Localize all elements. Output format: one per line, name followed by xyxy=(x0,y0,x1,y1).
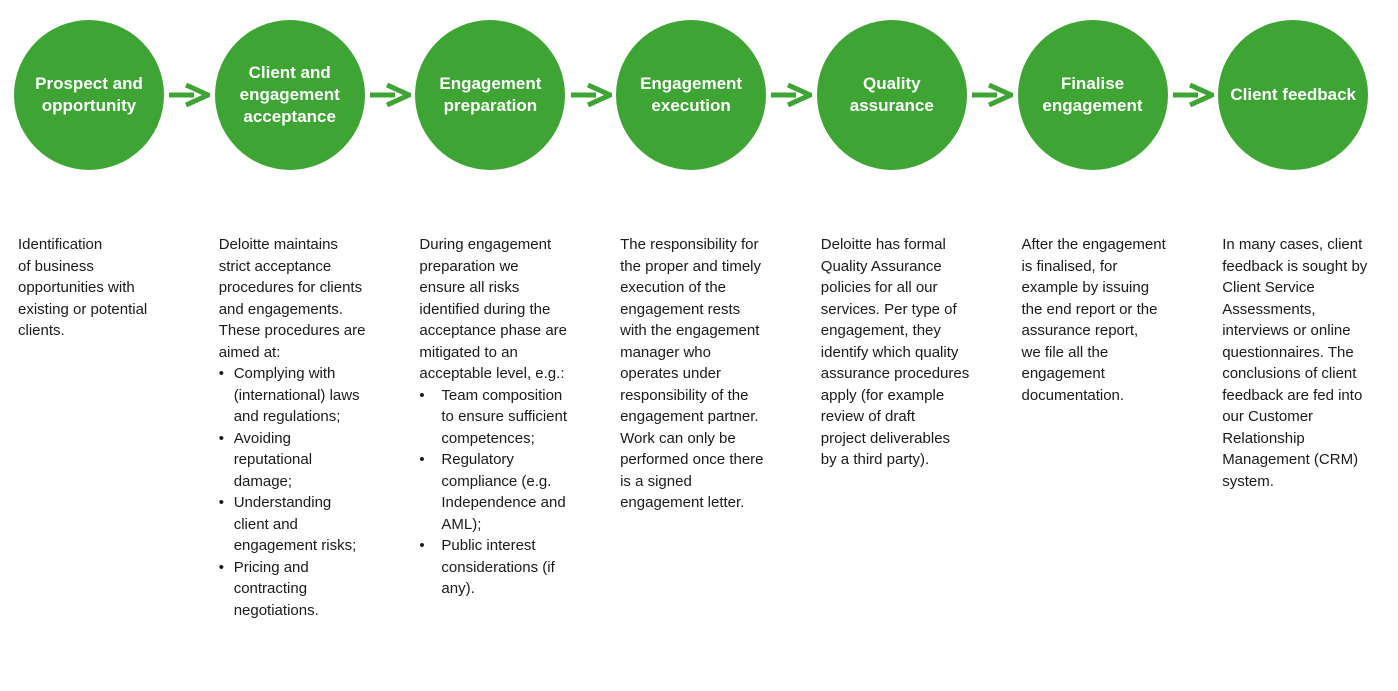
process-step-title: Engagement execution xyxy=(640,74,743,115)
bullet-text: Understanding client and engagement risk… xyxy=(233,494,357,554)
bullet-icon: • xyxy=(218,429,224,447)
arrow-right-icon xyxy=(369,82,416,112)
bullet-icon: • xyxy=(419,386,425,404)
process-step-description: In many cases, client feedback is sought… xyxy=(1222,234,1398,492)
description-paragraph: In many cases, client feedback is sought… xyxy=(1222,236,1368,490)
bullet-icon: • xyxy=(218,365,224,382)
process-step-circle: Finalise engagement xyxy=(1017,20,1168,170)
process-step-description: Deloitte has formal Quality Assurance po… xyxy=(821,234,999,471)
description-paragraph: During engagement preparation we ensure … xyxy=(419,236,567,382)
process-step-circle: Engagement preparation xyxy=(415,20,566,170)
process-step-description: During engagement preparation we ensure … xyxy=(419,234,597,600)
bullet-text: Pricing and contracting negotiations. xyxy=(233,558,319,619)
description-paragraph: The responsibility for the proper and ti… xyxy=(620,236,764,511)
bullet-icon: • xyxy=(419,451,425,468)
arrow-right-icon xyxy=(770,82,817,112)
bullet-icon: • xyxy=(419,537,425,554)
bullet-text: Team composition to ensure sufficient co… xyxy=(441,386,568,447)
bullet-icon: • xyxy=(218,494,224,511)
bullet-text: Public interest considerations (if any). xyxy=(441,537,555,597)
bullet-item: • Regulatory compliance (e.g. Independenc… xyxy=(419,449,597,535)
process-step-circle: Client feedback xyxy=(1218,20,1369,170)
process-step-circle: Client and engagement acceptance xyxy=(214,20,365,170)
arrow-right-icon xyxy=(570,82,616,112)
description-paragraph: Deloitte has formal Quality Assurance po… xyxy=(820,236,970,468)
process-step-title: Client and engagement acceptance xyxy=(239,63,340,126)
bullet-text: Complying with (international) laws and … xyxy=(233,365,360,425)
arrow-right-icon xyxy=(168,82,215,112)
arrow-right-icon xyxy=(971,82,1018,112)
bullet-item: • Pricing and contracting negotiations. xyxy=(219,557,397,622)
description-paragraph: After the engagement is finalised, for e… xyxy=(1021,236,1166,404)
process-step-circle: Quality assurance xyxy=(816,20,967,170)
process-step-description: The responsibility for the proper and ti… xyxy=(620,234,798,514)
bullet-item: • Complying with (international) laws and… xyxy=(219,363,397,428)
process-step-circle: Prospect and opportunity xyxy=(14,20,164,170)
bullet-item: • Team composition to ensure sufficient c… xyxy=(419,385,597,450)
process-step-title: Prospect and opportunity xyxy=(35,74,143,115)
bullet-item: • Avoiding reputational damage; xyxy=(219,428,397,493)
bullet-item: • Public interest considerations (if any)… xyxy=(419,535,597,600)
process-step-title: Finalise engagement xyxy=(1042,74,1143,115)
process-step-title: Engagement preparation xyxy=(439,74,542,115)
bullet-text: Regulatory compliance (e.g. Independence… xyxy=(441,451,566,533)
bullet-icon: • xyxy=(218,558,224,576)
description-paragraph: Deloitte maintains strict acceptance pro… xyxy=(218,236,366,361)
process-step-description: After the engagement is finalised, for e… xyxy=(1022,234,1200,406)
process-step-title: Quality assurance xyxy=(849,74,934,115)
bullet-text: Avoiding reputational damage; xyxy=(233,429,313,490)
process-step-description: Deloitte maintains strict acceptance pro… xyxy=(219,234,397,621)
process-step-circle: Engagement execution xyxy=(616,20,767,170)
process-step-description: Identification of business opportunities… xyxy=(18,234,196,342)
bullet-item: • Understanding client and engagement ris… xyxy=(219,492,397,557)
description-paragraph: Identification of business opportunities… xyxy=(18,236,148,339)
process-step-title: Client feedback xyxy=(1230,85,1357,104)
arrow-right-icon xyxy=(1172,82,1218,112)
